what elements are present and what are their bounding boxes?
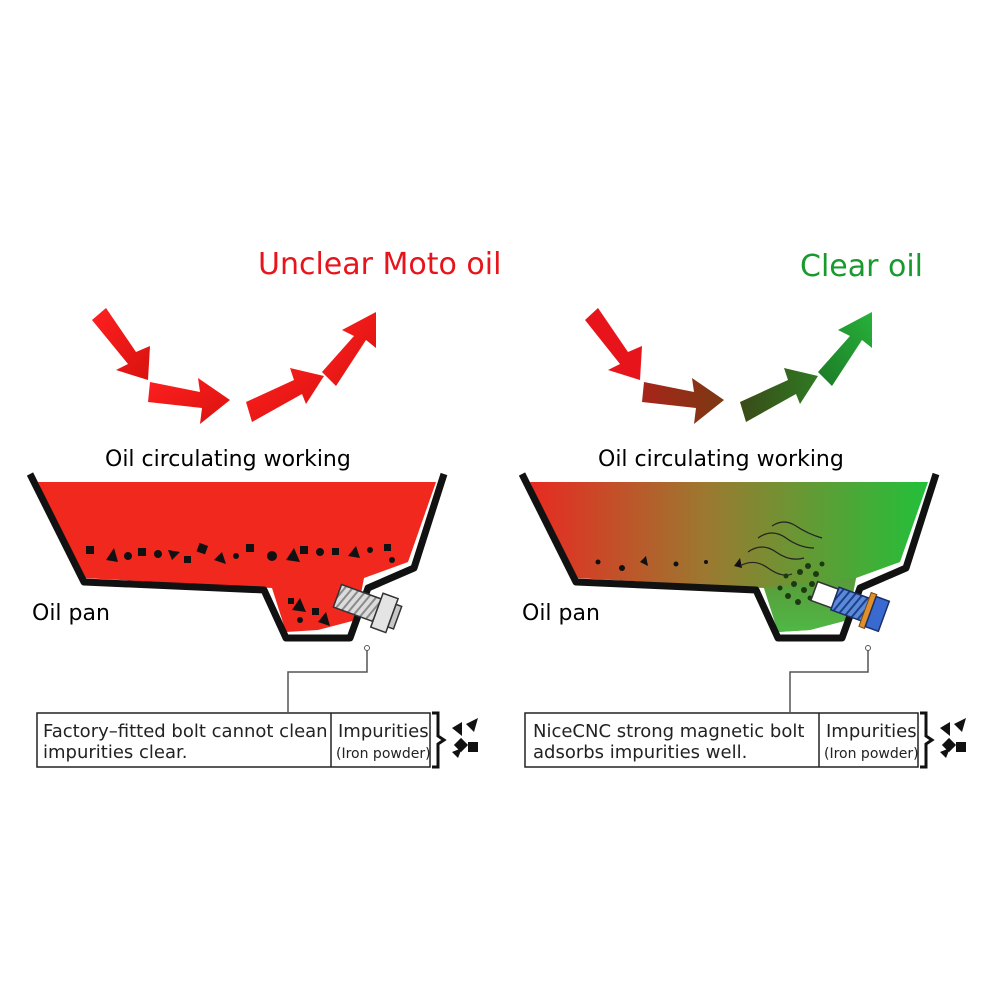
right-heading: Clear oil — [800, 249, 923, 284]
right-arrow-3 — [740, 368, 818, 422]
left-bracket — [432, 711, 447, 769]
left-arrow-1 — [92, 308, 150, 380]
left-flow-arrows — [92, 308, 376, 424]
left-oil-pan — [26, 472, 448, 642]
left-arrow-4 — [322, 312, 376, 386]
impurities-icon — [940, 718, 966, 758]
left-panel: Unclear Moto oil Oil circulating working — [26, 247, 501, 769]
right-panel: Clear oil Oil circulating working — [518, 249, 966, 769]
left-info-box: Factory–fitted bolt cannot clean impurit… — [36, 712, 431, 768]
right-circulation-label: Oil circulating working — [598, 447, 844, 472]
factory-bolt — [332, 583, 403, 634]
right-info-line1: NiceCNC strong magnetic bolt — [533, 721, 804, 742]
left-info-line1: Factory–fitted bolt cannot clean — [43, 721, 328, 742]
left-leader-line — [287, 650, 368, 712]
left-pan-outline — [26, 472, 448, 642]
right-arrow-2 — [642, 378, 724, 424]
right-arrow-1 — [585, 308, 642, 380]
right-oil-pan — [518, 472, 940, 642]
left-impurities-sub: (Iron powder) — [336, 746, 431, 762]
magnetic-bolt — [809, 580, 891, 633]
right-arrow-4 — [818, 312, 872, 386]
left-arrow-2 — [148, 378, 230, 424]
right-info-box: NiceCNC strong magnetic bolt adsorbs imp… — [524, 712, 919, 768]
right-impurity-particles — [595, 556, 742, 571]
left-impurity-particles — [86, 542, 395, 626]
right-impurities-label: Impurities — [826, 721, 917, 742]
right-bracket — [920, 711, 935, 769]
left-arrow-3 — [246, 368, 324, 422]
captured-iron-powder — [777, 561, 825, 605]
right-pan-label: Oil pan — [522, 601, 600, 626]
right-info-line2: adsorbs impurities well. — [533, 742, 747, 763]
left-circulation-label: Oil circulating working — [105, 447, 351, 472]
left-impurities-label: Impurities — [338, 721, 429, 742]
right-pan-outline — [518, 472, 940, 642]
left-pan-label: Oil pan — [32, 601, 110, 626]
impurities-icon — [452, 718, 478, 758]
right-leader-line — [789, 650, 869, 712]
right-impurities-sub: (Iron powder) — [824, 746, 919, 762]
right-flow-arrows — [585, 308, 872, 424]
left-heading: Unclear Moto oil — [258, 247, 501, 282]
left-info-line2: impurities clear. — [43, 742, 187, 763]
